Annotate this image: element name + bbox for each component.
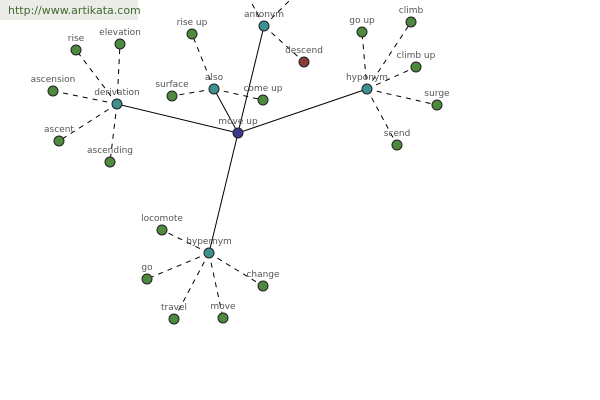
leaf-node-label[interactable]: surface [155, 80, 189, 90]
leaf-edge [208, 252, 224, 319]
leaf-node[interactable] [114, 38, 126, 50]
relation-node-hyponym-label[interactable]: hyponym [346, 73, 388, 83]
relation-node-derivation[interactable] [111, 98, 123, 110]
leaf-node-label[interactable]: travel [161, 303, 187, 313]
site-url-link[interactable]: http://www.artikata.com [0, 0, 141, 20]
relation-node-antonym-label[interactable]: antonym [244, 10, 284, 20]
edge-offscreen [263, 0, 291, 27]
leaf-node-label[interactable]: locomote [141, 214, 183, 224]
leaf-node[interactable] [186, 28, 198, 40]
leaf-node-label[interactable]: descend [285, 46, 323, 56]
leaf-node-label[interactable]: ascension [31, 75, 76, 85]
leaf-node-label[interactable]: go [141, 263, 153, 273]
leaf-edge [58, 103, 118, 142]
leaf-edge [263, 25, 305, 63]
leaf-edge [366, 88, 398, 146]
leaf-node[interactable] [410, 61, 422, 73]
leaf-node-label[interactable]: rise [68, 34, 85, 44]
leaf-node[interactable] [217, 312, 229, 324]
leaf-node-label[interactable]: change [246, 270, 280, 280]
leaf-node[interactable] [356, 26, 368, 38]
leaf-node[interactable] [156, 224, 168, 236]
leaf-node[interactable] [47, 85, 59, 97]
relation-node-hypernym[interactable] [203, 247, 215, 259]
leaf-node[interactable] [53, 135, 65, 147]
leaf-node-label[interactable]: ascent [44, 125, 74, 135]
leaf-node[interactable] [166, 90, 178, 102]
relation-edge [237, 25, 265, 134]
leaf-node-label[interactable]: ascending [87, 146, 133, 156]
leaf-node-label[interactable]: scend [384, 129, 411, 139]
relation-node-hypernym-label[interactable]: hypernym [186, 237, 232, 247]
leaf-edge [75, 49, 118, 105]
leaf-edge [171, 88, 215, 97]
leaf-node-label[interactable]: go up [349, 16, 375, 26]
leaf-node-label[interactable]: climb up [397, 51, 436, 61]
center-node-label[interactable]: move up [218, 117, 258, 127]
relation-edge [116, 103, 239, 134]
leaf-edge [146, 252, 210, 280]
leaf-node-label[interactable]: surge [424, 89, 450, 99]
relation-node-also[interactable] [208, 83, 220, 95]
leaf-edge [52, 90, 118, 105]
leaf-node[interactable] [431, 99, 443, 111]
leaf-edge [161, 229, 210, 254]
leaf-edge [366, 88, 438, 106]
relation-edge [208, 132, 239, 254]
leaf-node[interactable] [298, 56, 310, 68]
relation-node-derivation-label[interactable]: derivation [94, 88, 140, 98]
leaf-node-label[interactable]: come up [243, 84, 282, 94]
leaf-edge [173, 252, 210, 320]
leaf-node-label[interactable]: rise up [177, 18, 208, 28]
leaf-edge [366, 66, 417, 90]
leaf-node[interactable] [257, 94, 269, 106]
relation-node-antonym[interactable] [258, 20, 270, 32]
leaf-node[interactable] [391, 139, 403, 151]
leaf-node[interactable] [104, 156, 116, 168]
leaf-edge [116, 43, 121, 105]
relation-node-hyponym[interactable] [361, 83, 373, 95]
leaf-node[interactable] [141, 273, 153, 285]
leaf-edge [208, 252, 264, 287]
leaf-node[interactable] [405, 16, 417, 28]
leaf-node-label[interactable]: climb [399, 6, 424, 16]
leaf-node-label[interactable]: elevation [99, 28, 141, 38]
leaf-node[interactable] [168, 313, 180, 325]
leaf-edge [366, 21, 412, 90]
leaf-edge [213, 88, 264, 101]
relation-edge [213, 88, 239, 134]
leaf-node-label[interactable]: move [210, 302, 236, 312]
leaf-node[interactable] [257, 280, 269, 292]
leaf-node[interactable] [70, 44, 82, 56]
center-node[interactable] [232, 127, 244, 139]
relation-node-also-label[interactable]: also [205, 73, 224, 83]
relation-edge [237, 88, 368, 134]
